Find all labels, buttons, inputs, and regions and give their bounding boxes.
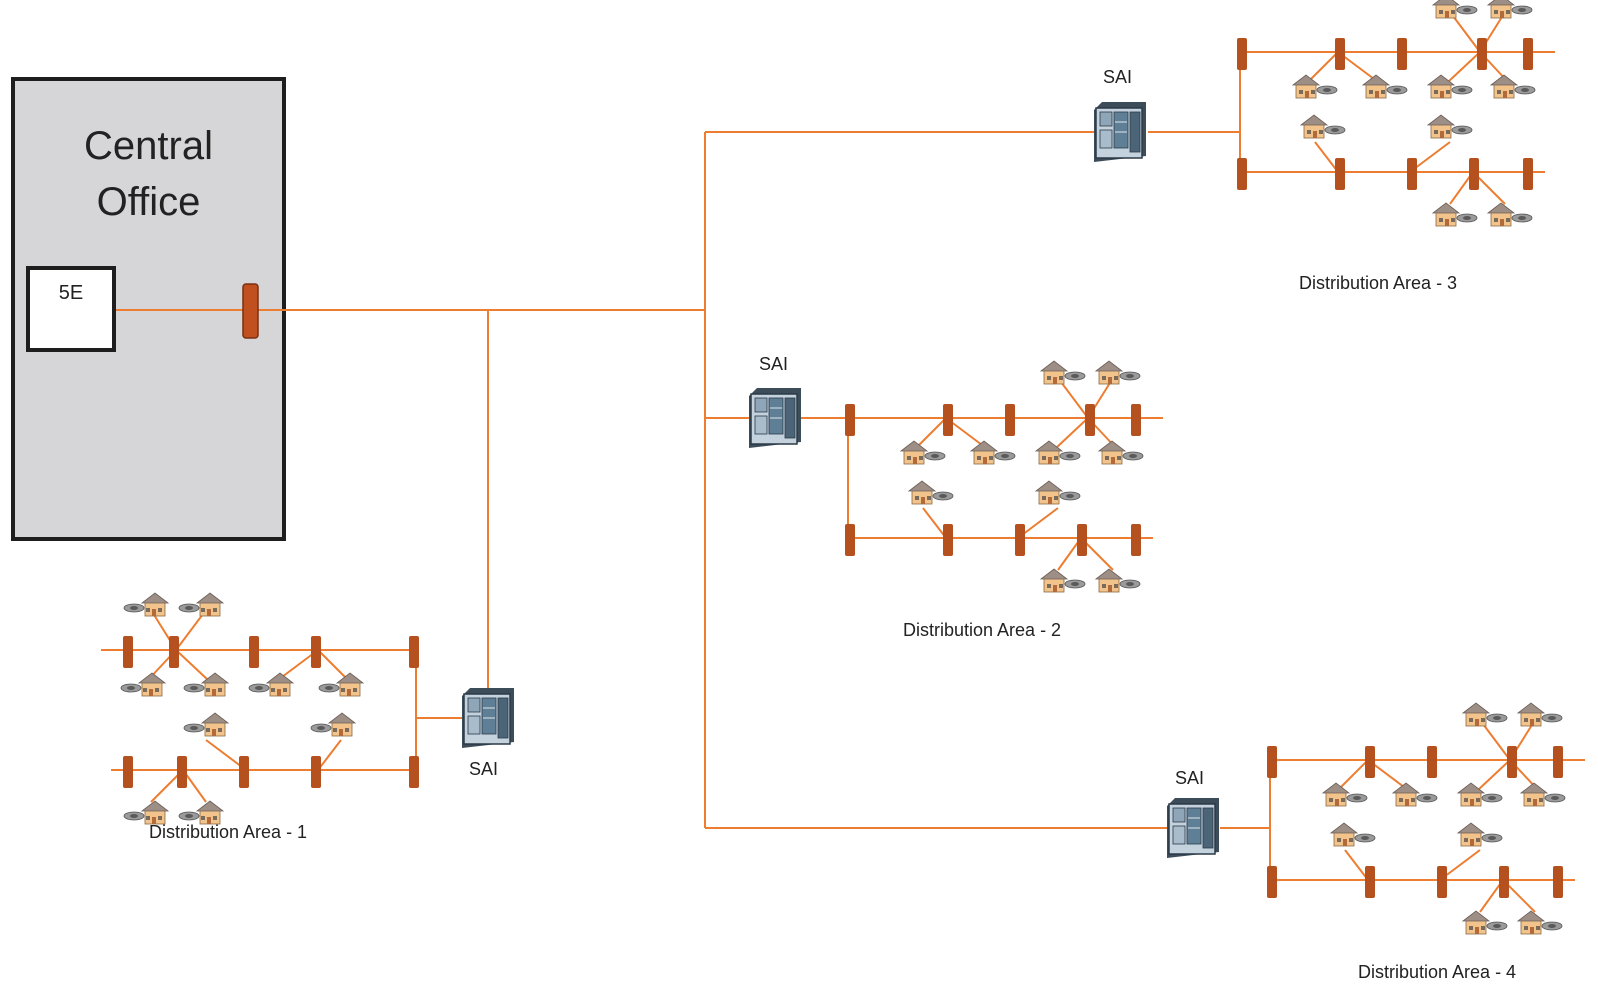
area-label-1: Distribution Area - 1 xyxy=(149,822,308,842)
distribution-area-3 xyxy=(1237,0,1555,226)
area-label-4: Distribution Area - 4 xyxy=(1358,962,1517,982)
sai-label-area-2: SAI xyxy=(759,354,789,374)
distribution-area-4 xyxy=(1267,703,1585,934)
sai-cabinet-icon xyxy=(461,687,515,749)
feeder-cables xyxy=(116,131,1270,829)
sai-cabinet-icon xyxy=(1093,101,1147,163)
distribution-area-1 xyxy=(101,593,419,824)
sai-cabinet-icon xyxy=(748,387,802,449)
area-label-3: Distribution Area - 3 xyxy=(1299,273,1458,293)
sai-cabinet-icon xyxy=(1166,797,1220,859)
switch-5e-box xyxy=(26,266,116,352)
splice-closure-icon xyxy=(242,283,259,339)
sai-label-area-1: SAI xyxy=(469,759,499,779)
switch-5e-label: 5E xyxy=(58,282,84,304)
sai-label-area-3: SAI xyxy=(1103,67,1133,87)
central-office-title: Central Office xyxy=(84,124,213,224)
distribution-area-2 xyxy=(845,361,1163,592)
area-label-2: Distribution Area - 2 xyxy=(903,620,1062,640)
sai-label-area-4: SAI xyxy=(1175,768,1205,788)
